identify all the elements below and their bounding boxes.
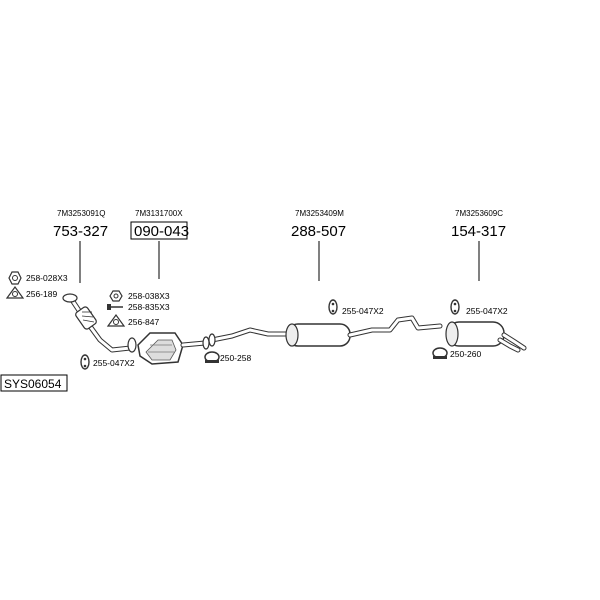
accessory-256-847[interactable]: 256-847 <box>106 313 159 327</box>
oem-number: 7M3131700X <box>135 209 183 218</box>
rubber-mount-icon <box>450 299 460 315</box>
clamp-icon <box>204 351 220 363</box>
accessory-258-038X3[interactable]: 258-038X3 <box>109 290 170 302</box>
accessory-258-028X3[interactable]: 258-028X3 <box>8 271 68 285</box>
part-090-043[interactable]: 7M3131700X 090-043 <box>130 209 210 365</box>
accessory-label: 258-028X3 <box>26 273 68 283</box>
part-288-507[interactable]: 7M3253409M 288-507 <box>208 209 443 347</box>
accessory-255-047X2-rear[interactable]: 255-047X2 <box>450 299 508 316</box>
middle-muffler-shape <box>208 315 443 347</box>
front-pipe-shape <box>62 293 137 353</box>
part-number: 288-507 <box>291 223 346 240</box>
gasket-icon <box>106 313 126 327</box>
accessory-255-047X2-middle[interactable]: 255-047X2 <box>328 299 384 316</box>
nut-icon <box>109 290 123 302</box>
gasket-icon <box>5 285 25 299</box>
oem-number: 7M3253609C <box>455 209 503 218</box>
accessory-250-258[interactable]: 250-258 <box>204 351 251 363</box>
accessory-258-835X3[interactable]: 258-835X3 <box>107 302 170 312</box>
part-number: 090-043 <box>134 223 189 240</box>
clamp-icon <box>432 347 448 359</box>
accessory-label: 258-038X3 <box>128 291 170 301</box>
rear-muffler-shape <box>445 321 527 353</box>
part-number: 154-317 <box>451 223 506 240</box>
accessory-250-260[interactable]: 250-260 <box>432 347 481 359</box>
oem-number: 7M3253091Q <box>57 209 105 218</box>
catalytic-converter-shape <box>137 332 210 365</box>
accessory-label: 250-258 <box>220 353 251 363</box>
system-code: SYS06054 <box>0 374 68 392</box>
bolt-icon <box>107 304 123 310</box>
accessory-255-047X2-front[interactable]: 255-047X2 <box>80 354 135 370</box>
accessory-label: 256-847 <box>128 317 159 327</box>
system-code-box <box>0 374 68 392</box>
part-number: 753-327 <box>53 223 108 240</box>
rubber-mount-icon <box>80 354 90 370</box>
system-code-label: SYS06054 <box>4 377 62 391</box>
part-753-327[interactable]: 7M3253091Q 753-327 <box>53 209 137 353</box>
accessory-256-189[interactable]: 256-189 <box>5 285 57 299</box>
accessory-label: 256-189 <box>26 289 57 299</box>
accessory-label: 255-047X2 <box>93 358 135 368</box>
accessory-label: 258-835X3 <box>128 302 170 312</box>
accessory-label: 255-047X2 <box>466 306 508 316</box>
rubber-mount-icon <box>328 299 338 315</box>
nut-icon <box>8 271 22 285</box>
accessory-label: 255-047X2 <box>342 306 384 316</box>
oem-number: 7M3253409M <box>295 209 344 218</box>
part-154-317[interactable]: 7M3253609C 154-317 <box>445 209 527 353</box>
accessory-label: 250-260 <box>450 349 481 359</box>
part-number-box <box>130 221 188 240</box>
